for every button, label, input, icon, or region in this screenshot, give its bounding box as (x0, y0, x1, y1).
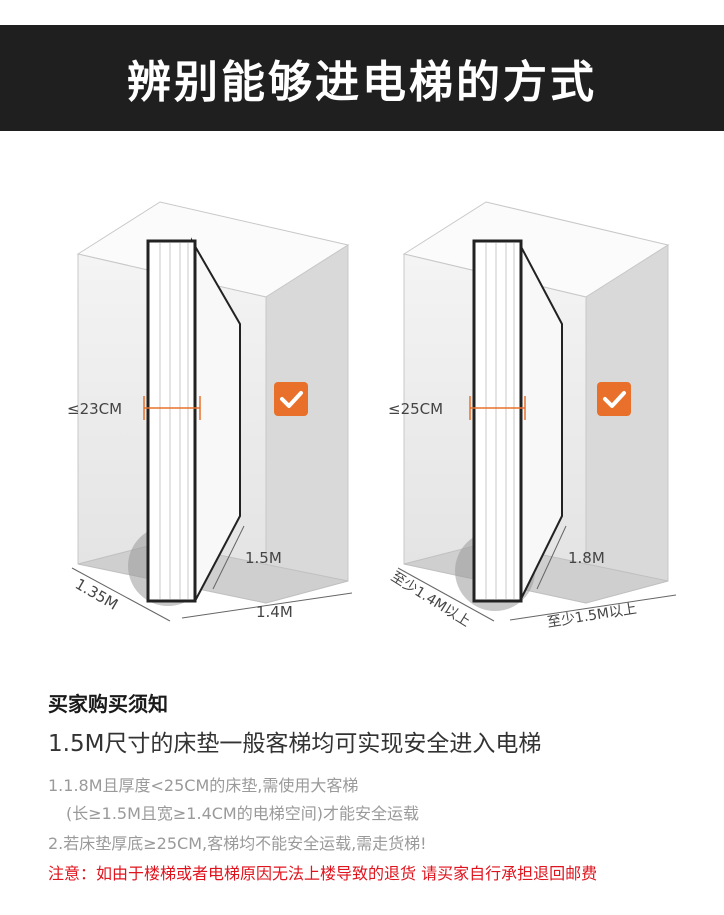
notice-title: 买家购买须知 (48, 692, 168, 716)
right-height-label: 1.8M (568, 549, 605, 567)
check-icon (597, 382, 631, 416)
notice-line-2: (长≥1.5M且宽≥1.4CM的电梯空间)才能安全运载 (66, 804, 419, 823)
check-icon (274, 382, 308, 416)
notice-line-1: 1.1.8M且厚度<25CM的床垫,需使用大客梯 (48, 776, 359, 795)
right-thickness-label: ≤25CM (388, 400, 443, 418)
left-thickness-label: ≤23CM (67, 400, 122, 418)
left-width-label: 1.4M (256, 603, 293, 621)
left-elevator: ≤23CM 1.5M 1.4M 1.35M (67, 201, 353, 622)
mattress (472, 239, 563, 603)
header-banner: 辨别能够进电梯的方式 (0, 25, 724, 131)
page-title: 辨别能够进电梯的方式 (127, 57, 597, 108)
elevator-diagram: ≤23CM 1.5M 1.4M 1.35M (67, 201, 677, 631)
notice-subtitle: 1.5M尺寸的床垫一般客梯均可实现安全进入电梯 (48, 731, 542, 757)
left-depth-label: 1.35M (72, 575, 121, 614)
mattress (146, 237, 241, 603)
warning-text: 注意：如由于楼梯或者电梯原因无法上楼导致的退货 请买家自行承担退回邮费 (48, 864, 598, 883)
left-height-label: 1.5M (245, 549, 282, 567)
notice-line-3: 2.若床垫厚底≥25CM,客梯均不能安全运载,需走货梯! (48, 834, 427, 853)
right-elevator: ≤25CM 1.8M 至少1.5M以上 至少1.4M以上 (388, 201, 677, 631)
right-width-label: 至少1.5M以上 (546, 601, 638, 631)
